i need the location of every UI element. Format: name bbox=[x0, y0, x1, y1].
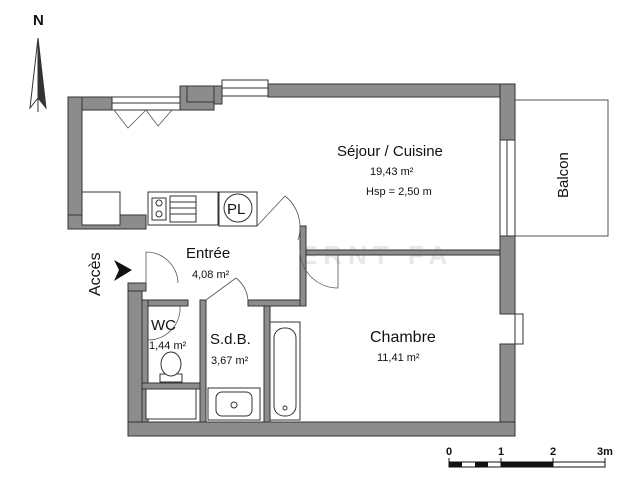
toilet-icon bbox=[159, 351, 183, 383]
room-name-entree: Entrée bbox=[186, 245, 230, 262]
room-area-wc: 1,44 m² bbox=[149, 340, 187, 352]
room-area-sejour: 19,43 m² bbox=[370, 166, 414, 178]
bathtub-icon bbox=[269, 321, 301, 421]
north-label: N bbox=[33, 12, 44, 29]
entrance-arrow-icon bbox=[114, 260, 132, 281]
scale-tick-1: 1 bbox=[498, 446, 504, 458]
balcony-outline bbox=[515, 99, 609, 237]
room-name-sdb: S.d.B. bbox=[210, 331, 251, 348]
scale-tick-3: 3m bbox=[597, 446, 613, 458]
room-name-chambre: Chambre bbox=[370, 329, 436, 346]
placard-circle bbox=[223, 193, 253, 223]
scale-tick-0: 0 bbox=[446, 446, 452, 458]
placard-label: PL bbox=[227, 201, 245, 218]
washbasin-icon bbox=[207, 387, 261, 421]
room-name-wc: WC bbox=[151, 317, 176, 334]
kitchen-counter bbox=[81, 191, 219, 226]
window-swing bbox=[113, 109, 173, 129]
room-area-entree: 4,08 m² bbox=[192, 269, 230, 281]
wc-storage bbox=[145, 388, 197, 420]
room-name-balcon: Balcon bbox=[555, 152, 572, 198]
room-ceiling-height: Hsp = 2,50 m bbox=[366, 186, 432, 198]
scale-bar bbox=[448, 458, 606, 468]
room-name-sejour: Séjour / Cuisine bbox=[337, 143, 443, 160]
door-swings bbox=[145, 195, 339, 341]
room-area-sdb: 3,67 m² bbox=[211, 355, 249, 367]
exterior-walls bbox=[67, 79, 516, 437]
windows bbox=[111, 87, 524, 345]
room-area-chambre: 11,41 m² bbox=[377, 352, 420, 364]
scale-tick-2: 2 bbox=[550, 446, 556, 458]
access-label: Accès bbox=[87, 252, 104, 296]
north-arrow-icon bbox=[29, 37, 47, 112]
